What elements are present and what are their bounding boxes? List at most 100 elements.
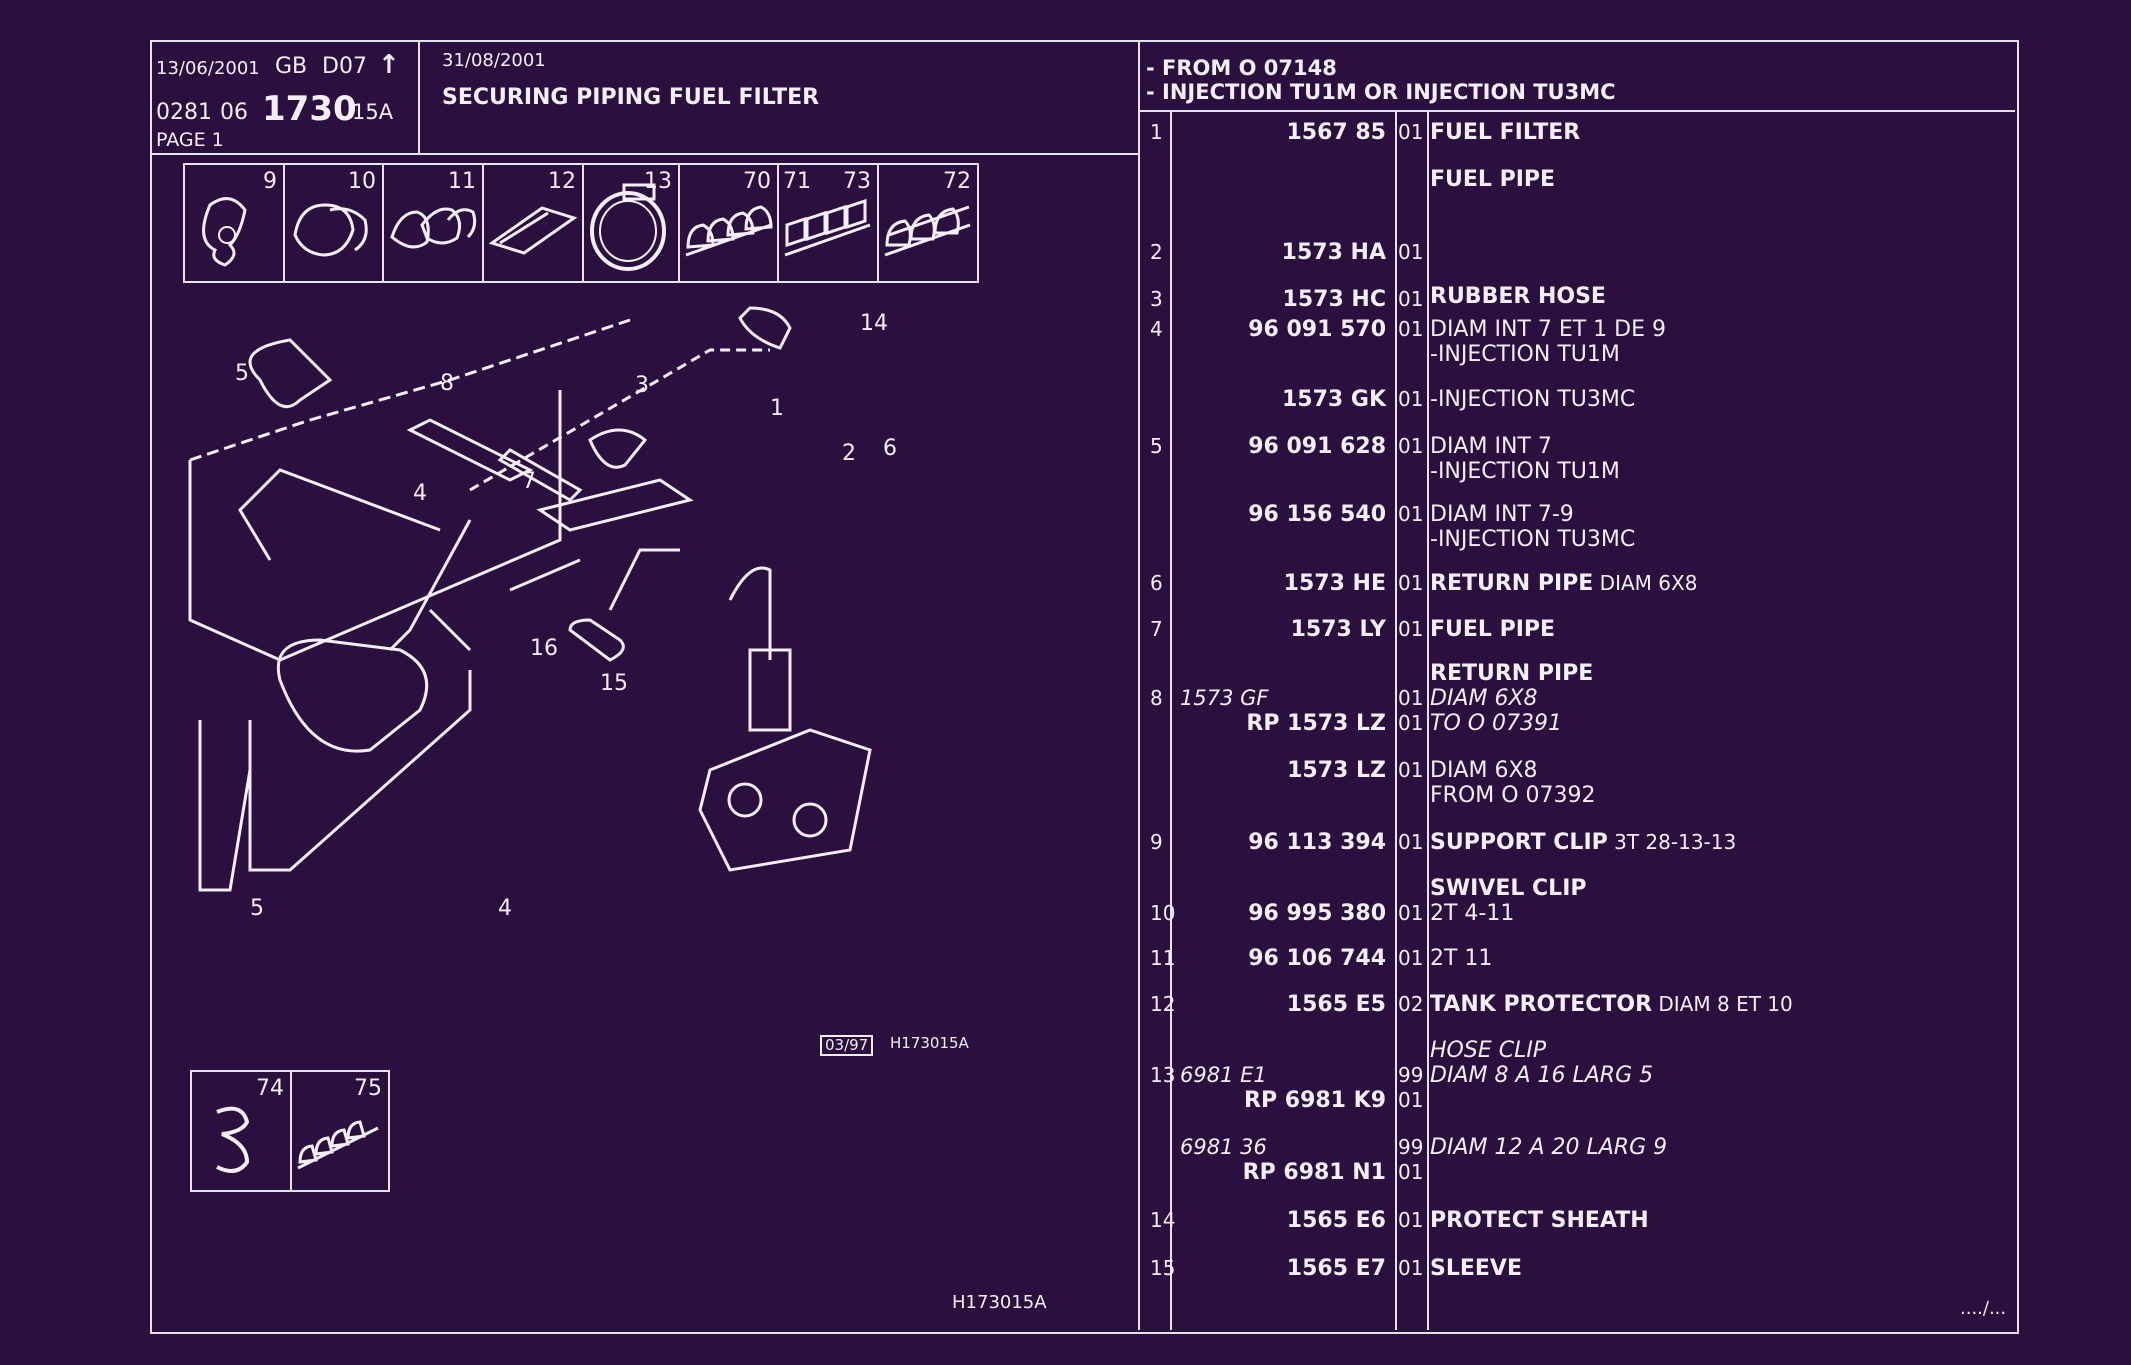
callout-15: 15 — [600, 671, 628, 696]
part-reference: 1573 HE — [1283, 571, 1386, 596]
part-description: RETURN PIPE DIAM 6X8 — [1430, 571, 1698, 596]
part-quantity: 01 — [1398, 946, 1424, 970]
parts-sheet — [150, 40, 2019, 1334]
part-reference: 1567 85 — [1286, 120, 1386, 145]
part-quantity: 01 — [1398, 571, 1424, 595]
thumb-72[interactable]: 72 — [879, 165, 977, 281]
part-quantity: 01 — [1398, 830, 1424, 854]
clip-thumbnails-top: 9 10 11 12 13 70 71 73 72 — [183, 163, 979, 283]
part-quantity: 01 — [1398, 758, 1424, 782]
part-reference: 1565 E7 — [1286, 1256, 1386, 1281]
part-row[interactable]: -INJECTION TU3MC — [1140, 527, 2015, 552]
part-quantity: 01 — [1398, 711, 1424, 735]
header-split — [418, 40, 420, 153]
part-description: FUEL PIPE — [1430, 167, 1556, 192]
callout-2: 2 — [842, 441, 856, 466]
part-number: 8 — [1150, 686, 1163, 710]
swivel-clip-icon — [293, 203, 368, 257]
part-quantity: 01 — [1398, 387, 1424, 411]
header-page: PAGE 1 — [156, 129, 224, 151]
part-reference: 96 106 744 — [1248, 946, 1386, 971]
clip-icon — [390, 207, 477, 249]
part-description: -INJECTION TU1M — [1430, 459, 1620, 484]
protector-icon — [488, 206, 578, 255]
thumb-70[interactable]: 70 — [680, 165, 779, 281]
part-reference: 1573 LY — [1290, 617, 1386, 642]
clip-icon — [216, 1106, 250, 1173]
part-row[interactable]: FUEL PIPE — [1140, 167, 2015, 192]
callout-3: 3 — [635, 373, 649, 398]
header-page-number: 1730 — [262, 89, 357, 129]
part-row[interactable]: FROM O 07392 — [1140, 783, 2015, 808]
thumb-13[interactable]: 13 — [584, 165, 680, 281]
thumb-12[interactable]: 12 — [484, 165, 584, 281]
thumb-75[interactable]: 75 — [292, 1072, 388, 1190]
part-row[interactable]: HOSE CLIP — [1140, 1038, 2015, 1063]
part-row[interactable]: -INJECTION TU1M — [1140, 459, 2015, 484]
part-number: 6 — [1150, 571, 1163, 595]
applicability-line-2: - INJECTION TU1M OR INJECTION TU3MC — [1146, 80, 1616, 104]
column-divider — [1138, 40, 1140, 1330]
part-quantity: 01 — [1398, 1088, 1424, 1112]
part-description-detail: DIAM 6X8 — [1593, 571, 1698, 595]
part-row[interactable]: -INJECTION TU1M — [1140, 342, 2015, 367]
part-reference: 1573 GK — [1282, 387, 1386, 412]
header-group: 0281 — [156, 100, 212, 125]
fuel-piping-diagram: 14 5 8 3 1 2 6 4 7 16 15 4 5 — [188, 306, 897, 920]
thumb-11[interactable]: 11 — [384, 165, 484, 281]
part-description: FUEL PIPE — [1430, 617, 1556, 642]
part-description: RUBBER HOSE — [1430, 284, 1606, 309]
part-description: -INJECTION TU3MC — [1430, 527, 1636, 552]
callout-6: 6 — [883, 436, 897, 461]
thumb-71-73[interactable]: 71 73 — [779, 165, 879, 281]
part-description: SWIVEL CLIP — [1430, 876, 1587, 901]
part-reference: 1565 E6 — [1286, 1208, 1386, 1233]
part-reference: RP 6981 K9 — [1244, 1088, 1386, 1113]
callout-8: 8 — [440, 371, 454, 396]
part-description: DIAM INT 7 ET 1 DE 9 — [1430, 317, 1666, 342]
part-number: 5 — [1150, 434, 1163, 458]
part-quantity: 01 — [1398, 287, 1424, 311]
part-quantity: 01 — [1398, 617, 1424, 641]
part-row[interactable]: RUBBER HOSE — [1140, 284, 2015, 309]
part-description: FUEL FILTER — [1430, 120, 1581, 145]
callout-16: 16 — [530, 636, 558, 661]
col-qty-divider — [1427, 112, 1429, 1330]
thumb-10[interactable]: 10 — [285, 165, 384, 281]
thumb-74[interactable]: 74 — [192, 1072, 292, 1190]
part-alt-ref: 1573 GF — [1180, 686, 1269, 710]
part-description-detail: DIAM 8 ET 10 — [1652, 992, 1793, 1016]
part-number: 12 — [1150, 992, 1176, 1016]
part-row[interactable]: SWIVEL CLIP — [1140, 876, 2015, 901]
multi-clip-icon — [784, 198, 871, 257]
part-row[interactable]: RP 6981 K9 01 — [1140, 1088, 2015, 1113]
thumb-9[interactable]: 9 — [185, 165, 285, 281]
part-quantity: 01 — [1398, 317, 1424, 341]
part-description: DIAM 6X8 — [1430, 758, 1538, 783]
part-row[interactable]: RETURN PIPE — [1140, 661, 2015, 686]
callout-14: 14 — [860, 311, 888, 336]
part-reference: 1573 LZ — [1287, 758, 1386, 783]
part-reference: RP 1573 LZ — [1246, 711, 1386, 736]
